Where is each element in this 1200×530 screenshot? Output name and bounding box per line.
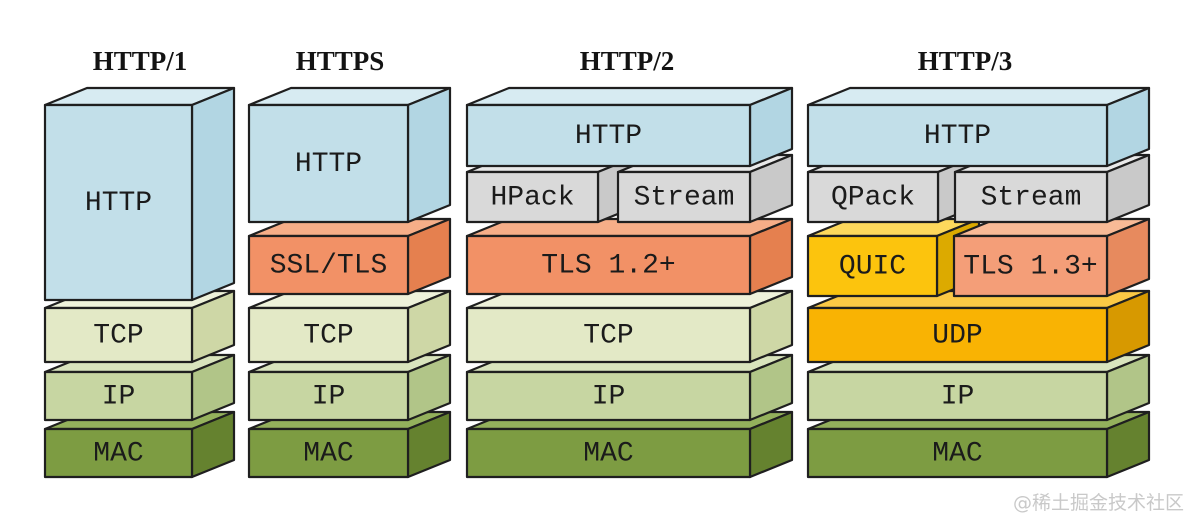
stack-http1: HTTP/1 MAC IP TCP HTTP: [43, 46, 236, 479]
box-front-face: [247, 234, 410, 296]
box-top-face: [465, 86, 794, 107]
http2-layer-stream: Stream: [616, 153, 794, 224]
stack-title-http3: HTTP/3: [918, 46, 1013, 76]
box-front-face: [952, 234, 1109, 298]
stack-title-http1: HTTP/1: [93, 46, 188, 76]
http1-layer-http: HTTP: [43, 86, 236, 302]
box-front-face: [465, 427, 752, 479]
layer-label: HTTP: [85, 188, 152, 219]
box-front-face: [43, 427, 194, 479]
box-front-face: [465, 103, 752, 168]
box-front-face: [247, 103, 410, 224]
layer-label: Stream: [634, 183, 735, 214]
layer-label: MAC: [583, 439, 633, 470]
box-front-face: [43, 306, 194, 364]
layer-label: TLS 1.3+: [963, 252, 1097, 283]
layer-label: SSL/TLS: [270, 251, 388, 282]
http3-layer-ip: IP: [806, 353, 1151, 422]
https-layer-tcp: TCP: [247, 289, 452, 364]
http2-layer-ip: IP: [465, 353, 794, 422]
layer-label: MAC: [93, 439, 143, 470]
stack-http2: HTTP/2 MAC IP TCP TLS 1.2+ HPack Stream …: [465, 46, 794, 479]
http3-layer-http: HTTP: [806, 86, 1151, 168]
http1-layer-ip: IP: [43, 353, 236, 422]
layer-label: HTTP: [295, 149, 362, 180]
stack-http3: HTTP/3 MAC IP UDP QUIC TLS 1.3+ QPack St…: [806, 46, 1151, 479]
http1-layer-mac: MAC: [43, 410, 236, 479]
box-front-face: [806, 170, 940, 224]
box-front-face: [806, 234, 939, 298]
layer-label: Stream: [981, 183, 1082, 214]
box-top-face: [806, 86, 1151, 107]
box-front-face: [806, 370, 1109, 422]
layer-label: MAC: [303, 439, 353, 470]
layer-label: TCP: [583, 321, 633, 352]
layer-label: UDP: [932, 321, 982, 352]
stack-title-https: HTTPS: [296, 46, 385, 76]
http2-layer-http: HTTP: [465, 86, 794, 168]
box-side-face: [406, 86, 452, 224]
box-front-face: [806, 306, 1109, 364]
layer-label: TCP: [303, 321, 353, 352]
box-front-face: [43, 370, 194, 422]
stack-title-http2: HTTP/2: [580, 46, 675, 76]
layer-label: IP: [102, 382, 136, 413]
box-front-face: [465, 170, 600, 224]
http3-layer-mac: MAC: [806, 410, 1151, 479]
box-front-face: [247, 370, 410, 422]
https-layer-http: HTTP: [247, 86, 452, 224]
http2-layer-mac: MAC: [465, 410, 794, 479]
layer-label: HTTP: [924, 121, 991, 152]
layer-label: IP: [592, 382, 626, 413]
box-front-face: [465, 234, 752, 296]
https-layer-mac: MAC: [247, 410, 452, 479]
box-front-face: [247, 427, 410, 479]
box-front-face: [806, 103, 1109, 168]
box-front-face: [465, 306, 752, 364]
layer-label: HTTP: [575, 121, 642, 152]
https-layer-ip: IP: [247, 353, 452, 422]
http2-layer-tcp: TCP: [465, 289, 794, 364]
box-front-face: [953, 170, 1109, 224]
layer-label: MAC: [932, 439, 982, 470]
layer-label: QPack: [831, 183, 915, 214]
layer-label: IP: [312, 382, 346, 413]
box-front-face: [616, 170, 752, 224]
box-front-face: [247, 306, 410, 364]
https-layer-ssltls: SSL/TLS: [247, 217, 452, 296]
layer-label: IP: [941, 382, 975, 413]
layer-label: TCP: [93, 321, 143, 352]
http3-layer-tls13: TLS 1.3+: [952, 217, 1151, 298]
http2-layer-tls12: TLS 1.2+: [465, 217, 794, 296]
layer-label: QUIC: [839, 252, 906, 283]
box-front-face: [465, 370, 752, 422]
box-front-face: [806, 427, 1109, 479]
layer-label: HPack: [490, 183, 574, 214]
http3-layer-udp: UDP: [806, 289, 1151, 364]
http1-layer-tcp: TCP: [43, 289, 236, 364]
box-front-face: [43, 103, 194, 302]
box-side-face: [190, 86, 236, 302]
stack-https: HTTPS MAC IP TCP SSL/TLS HTTP: [247, 46, 452, 479]
layer-label: TLS 1.2+: [541, 251, 675, 282]
watermark-text: @稀土掘金技术社区: [1013, 492, 1184, 514]
